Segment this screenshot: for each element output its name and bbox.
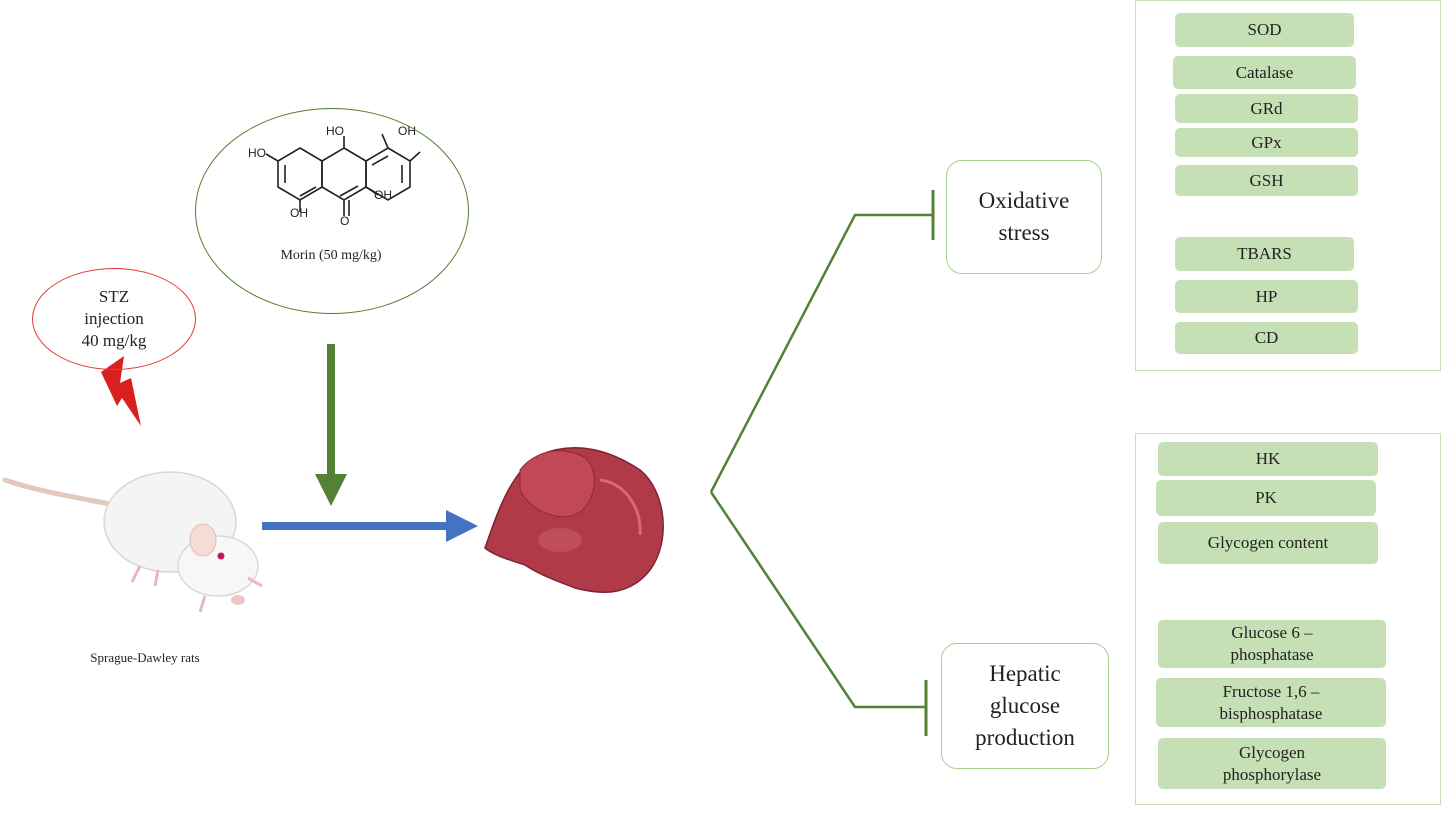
- marker-pill: GRd: [1175, 94, 1358, 123]
- rat-label: Sprague-Dawley rats: [90, 650, 200, 665]
- stz-line-2: injection: [84, 309, 144, 328]
- marker-pill: GPx: [1175, 128, 1358, 157]
- hepatic-glucose-box: Hepatic glucose production: [941, 643, 1109, 769]
- marker-pill: PK: [1156, 480, 1376, 516]
- marker-pill: TBARS: [1175, 237, 1354, 271]
- marker-pill: Glucose 6 – phosphatase: [1158, 620, 1386, 668]
- hepatic-line-2: glucose: [989, 693, 1061, 718]
- marker-pill-line: Glycogen: [1238, 742, 1306, 762]
- marker-pill-line: phosphatase: [1230, 645, 1314, 664]
- liver-illustration: [484, 447, 664, 594]
- marker-pill-line: bisphosphatase: [1219, 703, 1323, 723]
- marker-pill: Glycogen content: [1158, 522, 1378, 564]
- oxidative-stress-line-2: stress: [998, 220, 1050, 245]
- morin-ellipse: [195, 108, 469, 314]
- rat-illustration: [2, 471, 263, 613]
- marker-pill-line: Glucose 6 –: [1231, 623, 1313, 642]
- oxidative-stress-box: Oxidative stress: [946, 160, 1102, 274]
- marker-pill-line: Fructose 1,6 –: [1222, 681, 1320, 701]
- marker-pill: Catalase: [1173, 56, 1356, 89]
- oxidative-stress-line-1: Oxidative: [978, 188, 1070, 213]
- marker-pill: HP: [1175, 280, 1358, 313]
- lightning-bolt-icon: [101, 356, 141, 426]
- branch-line-upper: [709, 213, 933, 493]
- marker-pill: Fructose 1,6 – bisphosphatase: [1156, 678, 1386, 727]
- marker-pill: Glycogen phosphorylase: [1158, 738, 1386, 789]
- morin-dose-label: Morin (50 mg/kg): [280, 248, 382, 263]
- marker-pill-line: phosphorylase: [1222, 764, 1322, 784]
- marker-pill: HK: [1158, 442, 1378, 476]
- marker-pill: CD: [1175, 322, 1358, 354]
- branch-line-lower: [709, 491, 926, 709]
- stz-line-3: 40 mg/kg: [81, 331, 147, 350]
- marker-pill: GSH: [1175, 165, 1358, 196]
- stz-line-1: STZ: [98, 287, 130, 306]
- stz-injection-ellipse: STZ injection 40 mg/kg: [32, 268, 196, 370]
- hepatic-line-1: Hepatic: [989, 661, 1061, 686]
- hepatic-line-3: production: [975, 725, 1075, 750]
- marker-pill: SOD: [1175, 13, 1354, 47]
